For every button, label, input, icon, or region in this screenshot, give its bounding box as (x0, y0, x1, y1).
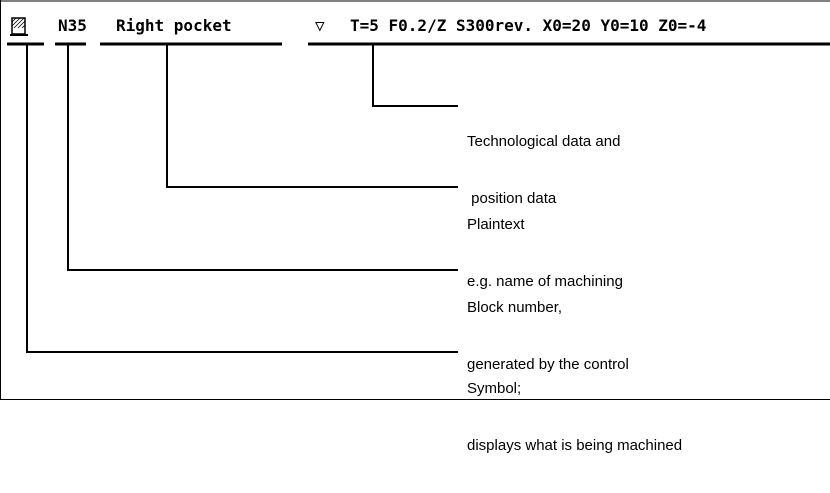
block-number-text: N35 (58, 14, 87, 38)
annotation-line: displays what is being machined (467, 436, 682, 455)
annotation-symbol: Symbol; displays what is being machined (467, 341, 682, 493)
tech-data-field: T=5 F0.2/Z S300rev. X0=20 Y0=10 Z0=-4 (350, 14, 706, 38)
block-annotation-diagram: N35 Right pocket ▽ T=5 F0.2/Z S300rev. X… (0, 0, 830, 400)
leader-plaintext (167, 44, 458, 187)
leader-lines (0, 0, 830, 400)
leader-symbol (27, 44, 458, 352)
annotation-line: Symbol; (467, 379, 682, 398)
leader-block-number (68, 44, 458, 270)
annotation-line: Technological data and (467, 132, 620, 151)
frame-border (1, 0, 830, 400)
leader-tech-data (373, 44, 458, 106)
annotation-line: Plaintext (467, 215, 623, 234)
pocket-symbol-icon (10, 18, 28, 35)
marker-triangle-icon: ▽ (315, 14, 325, 38)
plaintext-field: Right pocket (116, 14, 232, 38)
annotation-line: Block number, (467, 298, 629, 317)
